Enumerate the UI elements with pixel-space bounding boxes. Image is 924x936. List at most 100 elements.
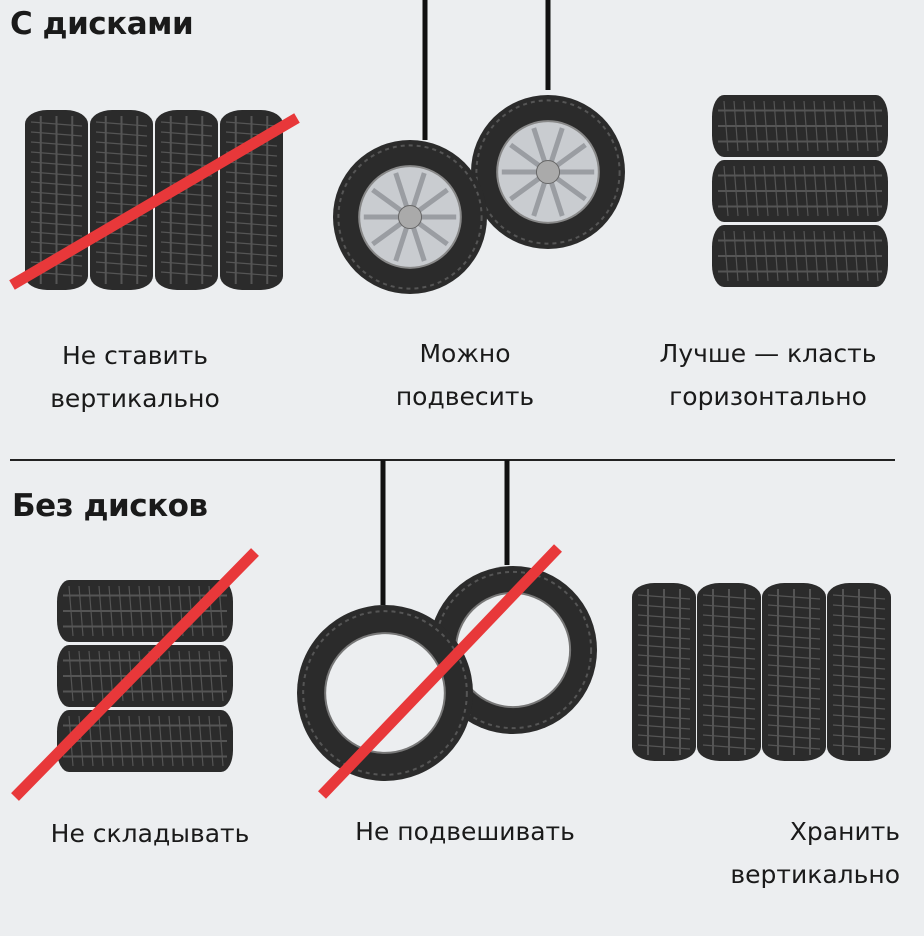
tread-sipe <box>108 715 114 767</box>
tread-sipe <box>637 704 691 710</box>
tread-sipe <box>95 151 148 157</box>
tread-sipe <box>30 231 83 237</box>
rim-spoke <box>549 182 565 217</box>
tread-sipe <box>702 594 756 600</box>
tread-sipe <box>702 714 756 720</box>
tread-sipe <box>637 634 691 640</box>
tread-sipe <box>733 100 739 152</box>
tread-sipe <box>160 271 213 277</box>
tread-sipe <box>702 734 756 740</box>
tread-sipe <box>832 614 886 620</box>
tread-sipe <box>853 230 859 282</box>
tire-hole <box>454 591 572 709</box>
tread-sipe <box>767 654 821 660</box>
tread-sipe <box>178 650 184 702</box>
tread-sipe <box>767 614 821 620</box>
tread-sipe <box>158 715 164 767</box>
rim-spoke <box>393 172 409 207</box>
tread-sipe <box>168 715 174 767</box>
label-line: Можно <box>419 339 511 368</box>
tread-sipe <box>832 724 886 730</box>
prohibit-line <box>9 113 300 290</box>
tread-sipe <box>225 121 278 127</box>
tread-sipe <box>823 100 829 152</box>
tread-sipe <box>138 715 144 767</box>
tread-sipe <box>128 585 134 637</box>
tread-sipe <box>225 271 278 277</box>
tread-sipe <box>783 230 789 282</box>
prohibit-line <box>11 548 259 801</box>
tire-flat <box>712 160 888 222</box>
tread-sipe <box>637 714 691 720</box>
tread-sipe <box>637 604 691 610</box>
section-title-with-rims: С дисками <box>10 6 194 42</box>
tread-sipe <box>767 674 821 680</box>
tread-sipe <box>160 161 213 167</box>
tread-sipe <box>813 100 819 152</box>
tread-sipe <box>767 694 821 700</box>
tread-sipe <box>225 261 278 267</box>
tread-sipe <box>767 604 821 610</box>
tread-sipe <box>148 715 154 767</box>
tread-sipe <box>98 585 104 637</box>
tire-flat <box>712 225 888 287</box>
tread-sipe <box>733 230 739 282</box>
rim-spoke <box>549 127 565 162</box>
tread-sipe <box>95 261 148 267</box>
tread-sipe <box>843 230 849 282</box>
tread-sipe <box>108 585 114 637</box>
tread-sipe <box>723 230 729 282</box>
tread-sipe <box>78 585 84 637</box>
tread-sipe <box>188 650 194 702</box>
label-line: Не складывать <box>50 819 250 848</box>
hub <box>397 204 423 230</box>
tread-sipe <box>702 654 756 660</box>
tread-sipe <box>218 650 224 702</box>
tread-sipe <box>138 585 144 637</box>
tread-sipe <box>833 230 839 282</box>
tread-sipe <box>148 585 154 637</box>
tread-sipe <box>95 241 148 247</box>
tread-sipe <box>30 141 83 147</box>
tread-sipe <box>160 241 213 247</box>
rim-spoke <box>371 221 403 247</box>
tread-sipe <box>160 121 213 127</box>
tread-sipe <box>767 664 821 670</box>
tread-sipe <box>30 121 83 127</box>
tread-sipe <box>832 674 886 680</box>
tread-sipe <box>733 165 739 217</box>
tread-sipe <box>225 191 278 197</box>
tread-sipe <box>225 171 278 177</box>
tread-sipe <box>637 614 691 620</box>
rim-spoke <box>555 142 587 168</box>
tread-sipe <box>767 634 821 640</box>
tread-sipe <box>160 201 213 207</box>
tread-sipe <box>773 165 779 217</box>
tread-sipe <box>158 650 164 702</box>
tread-sipe <box>95 271 148 277</box>
tread-sipe <box>743 165 749 217</box>
label-do-not-hang: Не подвешивать <box>330 810 600 853</box>
tread-sipe <box>767 594 821 600</box>
tread-sipe <box>30 211 83 217</box>
tread-sipe <box>637 674 691 680</box>
tread-sipe <box>793 100 799 152</box>
tread-sipe <box>702 604 756 610</box>
prohibit-line <box>318 544 562 799</box>
tread-sipe <box>767 704 821 710</box>
tread-sipe <box>198 650 204 702</box>
tread-sipe <box>160 141 213 147</box>
tread-sipe <box>873 230 879 282</box>
tread-sipe <box>637 644 691 650</box>
tread-sipe <box>178 715 184 767</box>
tread-sipe <box>702 624 756 630</box>
tread-sipe <box>702 644 756 650</box>
tread-sipe <box>767 744 821 750</box>
hub <box>535 159 561 185</box>
tread-sipe <box>843 100 849 152</box>
tread-sipe <box>78 650 84 702</box>
tire-upright <box>25 110 88 290</box>
tread-sipe <box>30 201 83 207</box>
tread-sipe <box>160 221 213 227</box>
